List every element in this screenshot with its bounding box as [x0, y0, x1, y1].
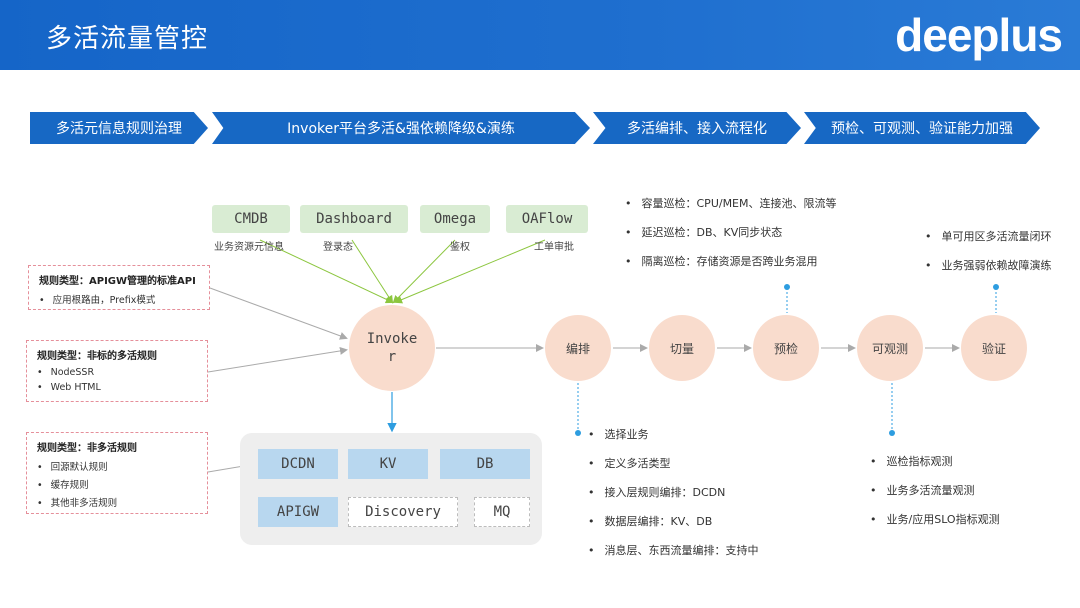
invoker-label-1: Invoke [366, 331, 418, 347]
note-item: 业务多活流量观测 [870, 482, 1000, 498]
note-item: 接入层规则编排：DCDN [588, 484, 759, 500]
dot-orchestrate [575, 430, 581, 436]
arrow-dashboard [351, 239, 394, 304]
store-discovery: Discovery [348, 497, 458, 527]
orchestrate-notes: 选择业务 定义多活类型 接入层规则编排：DCDN 数据层编排：KV、DB 消息层… [588, 426, 759, 558]
source-omega: Omega [420, 205, 490, 233]
rule-item: 应用根路由，Prefix模式 [39, 292, 199, 306]
note-item: 隔离巡检：存储资源是否跨业务混用 [625, 253, 837, 269]
flow-precheck: 预检 [753, 315, 819, 381]
note-item: 业务强弱依赖故障演练 [925, 257, 1052, 273]
verify-notes: 单可用区多活流量闭环 业务强弱依赖故障演练 [925, 228, 1052, 273]
phase-3: 多活编排、接入流程化 [593, 112, 801, 144]
arrow-cmdb [259, 239, 394, 304]
note-item: 业务/应用SLO指标观测 [870, 511, 1000, 527]
phase-1: 多活元信息规则治理 [30, 112, 208, 144]
dot-verify [993, 284, 999, 290]
rule-item: Web HTML [37, 382, 197, 393]
rule-item: 回源默认规则 [37, 459, 197, 473]
phase-2: Invoker平台多活&强依赖降级&演练 [212, 112, 590, 144]
page-title: 多活流量管控 [46, 24, 209, 54]
note-item: 定义多活类型 [588, 455, 759, 471]
dot-observe [889, 430, 895, 436]
store-apigw: APIGW [258, 497, 338, 527]
flow-orchestrate: 编排 [545, 315, 611, 381]
note-item: 容量巡检：CPU/MEM、连接池、限流等 [625, 195, 837, 211]
store-db: DB [440, 449, 530, 479]
source-oaflow-desc: 工单审批 [534, 242, 574, 253]
arrow-oaflow [394, 239, 546, 304]
flow-switch: 切量 [649, 315, 715, 381]
header-banner: 多活流量管控 deeplus [0, 0, 1080, 70]
rule-box-nonstandard: 规则类型：非标的多活规则 NodeSSR Web HTML [26, 340, 208, 402]
flow-verify: 验证 [961, 315, 1027, 381]
precheck-notes: 容量巡检：CPU/MEM、连接池、限流等 延迟巡检：DB、KV同步状态 隔离巡检… [625, 195, 837, 269]
note-item: 延迟巡检：DB、KV同步状态 [625, 224, 837, 240]
rule-item: NodeSSR [37, 367, 197, 378]
source-cmdb-desc: 业务资源元信息 [214, 242, 284, 253]
note-item: 选择业务 [588, 426, 759, 442]
deeplus-logo: deeplus [895, 9, 1063, 61]
arrow-rule-2 [207, 346, 348, 373]
rule-box-non-multiactive: 规则类型：非多活规则 回源默认规则 缓存规则 其他非多活规则 [26, 432, 208, 514]
storage-panel: DCDN KV DB APIGW Discovery MQ [240, 433, 542, 545]
store-mq: MQ [474, 497, 530, 527]
rule-item: 其他非多活规则 [37, 495, 197, 509]
source-oaflow: OAFlow [506, 205, 588, 233]
store-dcdn: DCDN [258, 449, 338, 479]
rule-title: 规则类型：非标的多活规则 [37, 351, 157, 362]
source-dashboard: Dashboard [300, 205, 408, 233]
invoker-label-2: r [387, 349, 397, 365]
store-kv: KV [348, 449, 428, 479]
invoker-node: Invoke r [349, 305, 435, 391]
rule-box-standard-api: 规则类型：APIGW管理的标准API 应用根路由，Prefix模式 [28, 265, 210, 310]
source-cmdb: CMDB [212, 205, 290, 233]
phase-4: 预检、可观测、验证能力加强 [804, 112, 1040, 144]
rule-title: 规则类型：APIGW管理的标准API [39, 276, 196, 287]
note-item: 单可用区多活流量闭环 [925, 228, 1052, 244]
flow-observe: 可观测 [857, 315, 923, 381]
rule-title: 规则类型：非多活规则 [37, 443, 137, 454]
observe-notes: 巡检指标观测 业务多活流量观测 业务/应用SLO指标观测 [870, 453, 1000, 527]
arrow-omega [392, 239, 456, 304]
rule-item: 缓存规则 [37, 477, 197, 491]
arrow-rule-1 [209, 287, 348, 340]
source-omega-desc: 鉴权 [450, 242, 470, 253]
note-item: 消息层、东西流量编排：支持中 [588, 542, 759, 558]
source-dashboard-desc: 登录态 [323, 242, 353, 253]
dot-check [784, 284, 790, 290]
note-item: 数据层编排：KV、DB [588, 513, 759, 529]
note-item: 巡检指标观测 [870, 453, 1000, 469]
